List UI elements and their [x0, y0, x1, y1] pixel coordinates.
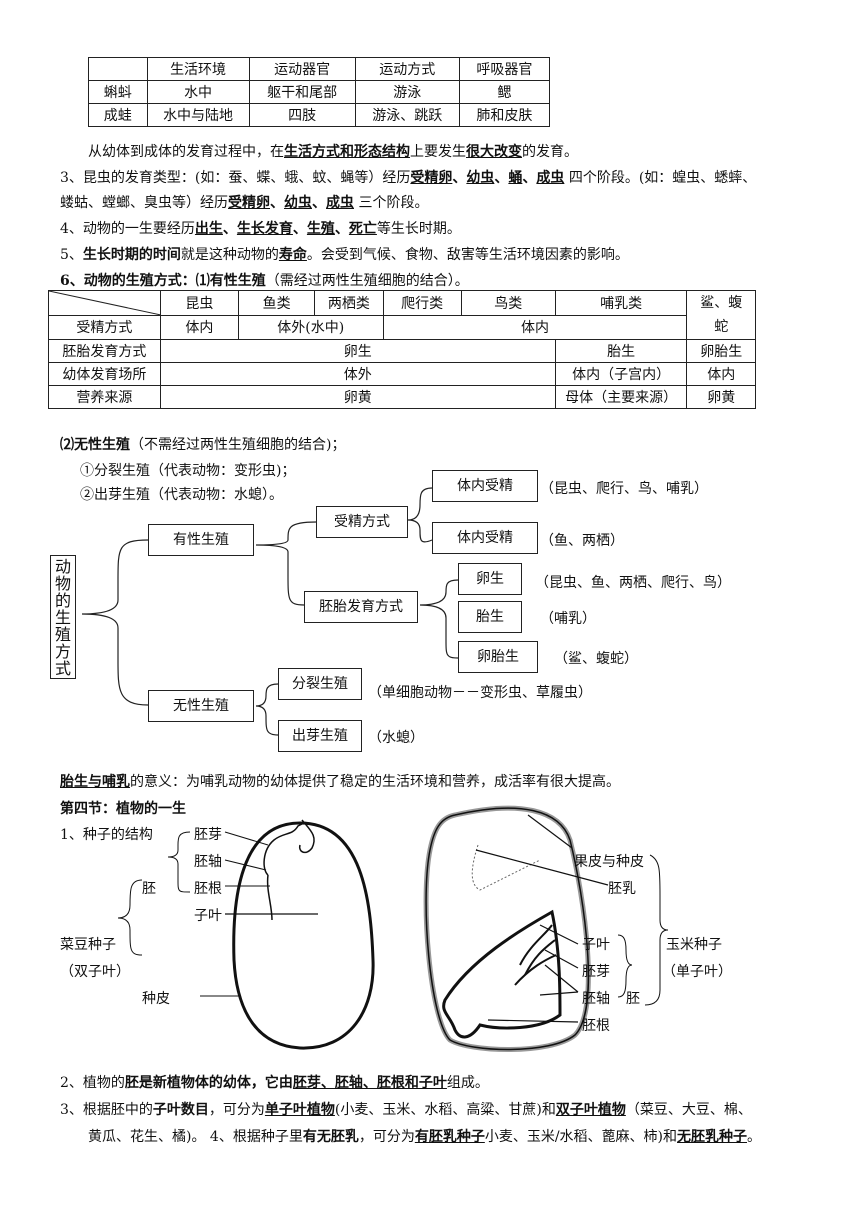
- table-header: 鸟类: [460, 290, 556, 316]
- table-row: 幼体发育场所 体外 体内（子宫内） 体内: [48, 362, 756, 386]
- paragraph: ①分裂生殖（代表动物：变形虫)；: [80, 463, 296, 479]
- table-header: 两栖类: [314, 290, 384, 316]
- table-cell: 水中与陆地: [146, 103, 250, 127]
- paragraph: 4、动物的一生要经历出生、生长发育、生殖、死亡等生长时期。: [60, 221, 461, 237]
- table-cell: 肺和皮肤: [458, 103, 551, 127]
- reproduction-table: 昆虫 鱼类 两栖类 爬行类 鸟类 哺乳类 鲨、蝮蛇 受精方式 体内 体外(水中)…: [48, 290, 756, 409]
- corn-label-cotyledon: 子叶: [582, 937, 610, 953]
- fertilization-node: 受精方式: [316, 506, 408, 538]
- node-note: （昆虫、爬行、鸟、哺乳）: [540, 481, 708, 497]
- corn-label-pericarp: 果皮与种皮: [574, 854, 644, 870]
- paragraph: 6、动物的生殖方式：⑴有性生殖（需经过两性生殖细胞的结合）。: [60, 273, 469, 289]
- bean-label-embryo: 胚: [142, 881, 156, 897]
- corn-label-endosperm: 胚乳: [608, 881, 636, 897]
- bean-label-hypocotyl: 胚轴: [194, 854, 222, 870]
- oviparous-node: 卵生: [458, 563, 522, 595]
- paragraph: 黄瓜、花生、橘)。 4、根据种子里有无胚乳，可分为有胚乳种子小麦、玉米/水稻、蓖…: [88, 1129, 762, 1145]
- node-note: （鲨、蝮蛇）: [554, 651, 638, 667]
- table-row: 蝌蚪 水中 躯干和尾部 游泳 鳃: [88, 80, 551, 104]
- table-cell: 母体（主要来源）: [554, 385, 688, 409]
- section-title: 第四节：植物的一生: [60, 801, 186, 817]
- table-header: 运动方式: [354, 57, 460, 81]
- table-cell: 卵黄: [686, 385, 756, 409]
- table-cell: 游泳、跳跃: [354, 103, 460, 127]
- internal-fertilization-node: 体内受精: [432, 470, 538, 502]
- paragraph: 2、植物的胚是新植物体的幼体，它由胚芽、胚轴、胚根和子叶组成。: [60, 1075, 489, 1091]
- paragraph: ⑵无性生殖（不需经过两性生殖细胞的结合)；: [60, 437, 346, 453]
- node-note: （昆虫、鱼、两栖、爬行、鸟）: [535, 575, 731, 591]
- paragraph: 蝼蛄、螳螂、臭虫等）经历受精卵、幼虫、成虫 三个阶段。: [60, 195, 429, 211]
- bean-label-cotyledon: 子叶: [194, 908, 222, 924]
- seed-title: 1、种子的结构: [60, 827, 153, 843]
- diagonal-header-cell: [48, 290, 161, 316]
- corn-label-radicle: 胚根: [582, 1018, 610, 1034]
- table-header: 鱼类: [237, 290, 316, 316]
- table-cell: 鳃: [458, 80, 551, 104]
- viviparous-node: 胎生: [458, 601, 522, 633]
- paragraph: 3、昆虫的发育类型：(如：蚕、蝶、蛾、蚊、蝇等）经历受精卵、幼虫、蛹、成虫 四个…: [60, 170, 757, 186]
- bean-seed-drawing: [117, 819, 375, 1050]
- corn-label-embryo: 胚: [626, 991, 640, 1007]
- node-note: （鱼、两栖）: [540, 533, 624, 549]
- table-row: 营养来源 卵黄 母体（主要来源） 卵黄: [48, 385, 756, 409]
- table-cell: 水中: [146, 80, 250, 104]
- table-cell: 幼体发育场所: [48, 362, 161, 386]
- node-note: （哺乳）: [540, 611, 596, 627]
- ovoviviparous-node: 卵胎生: [458, 641, 538, 673]
- bean-label-seed-coat: 种皮: [142, 991, 170, 1007]
- node-note: （单细胞动物－－变形虫、草履虫）: [368, 685, 592, 701]
- table-header: 昆虫: [159, 290, 239, 316]
- bean-label-plumule: 胚芽: [194, 827, 222, 843]
- table-header: 爬行类: [382, 290, 462, 316]
- table-cell: 体内: [159, 314, 239, 340]
- table-cell: 成蛙: [88, 103, 148, 127]
- corn-label-hypocotyl: 胚轴: [582, 991, 610, 1007]
- bean-label-radicle: 胚根: [194, 881, 222, 897]
- corn-label-plumule: 胚芽: [582, 964, 610, 980]
- paragraph: 3、根据胚中的子叶数目，可分为单子叶植物(小麦、玉米、水稻、高粱、甘蔗)和双子叶…: [60, 1102, 752, 1118]
- table-header: 哺乳类: [554, 290, 688, 316]
- internal-fertilization-node: 体内受精: [432, 522, 538, 554]
- table-cell: 胚胎发育方式: [48, 339, 161, 363]
- table-row: 成蛙 水中与陆地 四肢 游泳、跳跃 肺和皮肤: [88, 103, 551, 127]
- tadpole-frog-table: 生活环境 运动器官 运动方式 呼吸器官 蝌蚪 水中 躯干和尾部 游泳 鳃 成蛙 …: [88, 57, 551, 127]
- table-cell: 体外: [159, 362, 556, 386]
- table-cell: 受精方式: [48, 314, 161, 340]
- table-header: 鲨、蝮蛇: [686, 290, 756, 340]
- table-cell: 体内: [382, 314, 688, 340]
- bean-seed-label: 菜豆种子: [60, 937, 116, 953]
- table-cell: 体内（子宫内）: [554, 362, 688, 386]
- embryo-development-node: 胚胎发育方式: [304, 591, 418, 623]
- dicot-label: （双子叶）: [60, 964, 130, 980]
- table-row: 胚胎发育方式 卵生 胎生 卵胎生: [48, 339, 756, 363]
- paragraph: ②出芽生殖（代表动物：水螅）。: [80, 487, 283, 503]
- table-cell: 四肢: [248, 103, 356, 127]
- paragraph: 从幼体到成体的发育过程中，在生活方式和形态结构上要发生很大改变的发育。: [88, 144, 578, 160]
- monocot-label: （单子叶）: [662, 964, 732, 980]
- fission-node: 分裂生殖: [278, 668, 362, 700]
- asexual-reproduction-node: 无性生殖: [148, 690, 254, 722]
- node-note: （水螅）: [368, 730, 424, 746]
- table-cell: 卵黄: [159, 385, 556, 409]
- paragraph: 5、生长时期的时间就是这种动物的寿命。会受到气候、食物、敌害等生活环境因素的影响…: [60, 247, 629, 263]
- budding-node: 出芽生殖: [278, 720, 362, 752]
- sexual-reproduction-node: 有性生殖: [148, 524, 254, 556]
- table-cell: 体内: [686, 362, 756, 386]
- root-node: 动物的生殖方式: [50, 555, 76, 679]
- table-cell: 营养来源: [48, 385, 161, 409]
- corn-seed-label: 玉米种子: [666, 937, 722, 953]
- paragraph: 胎生与哺乳的意义：为哺乳动物的幼体提供了稳定的生活环境和营养，成活率有很大提高。: [60, 774, 620, 790]
- corn-seed-drawing: [423, 805, 669, 1052]
